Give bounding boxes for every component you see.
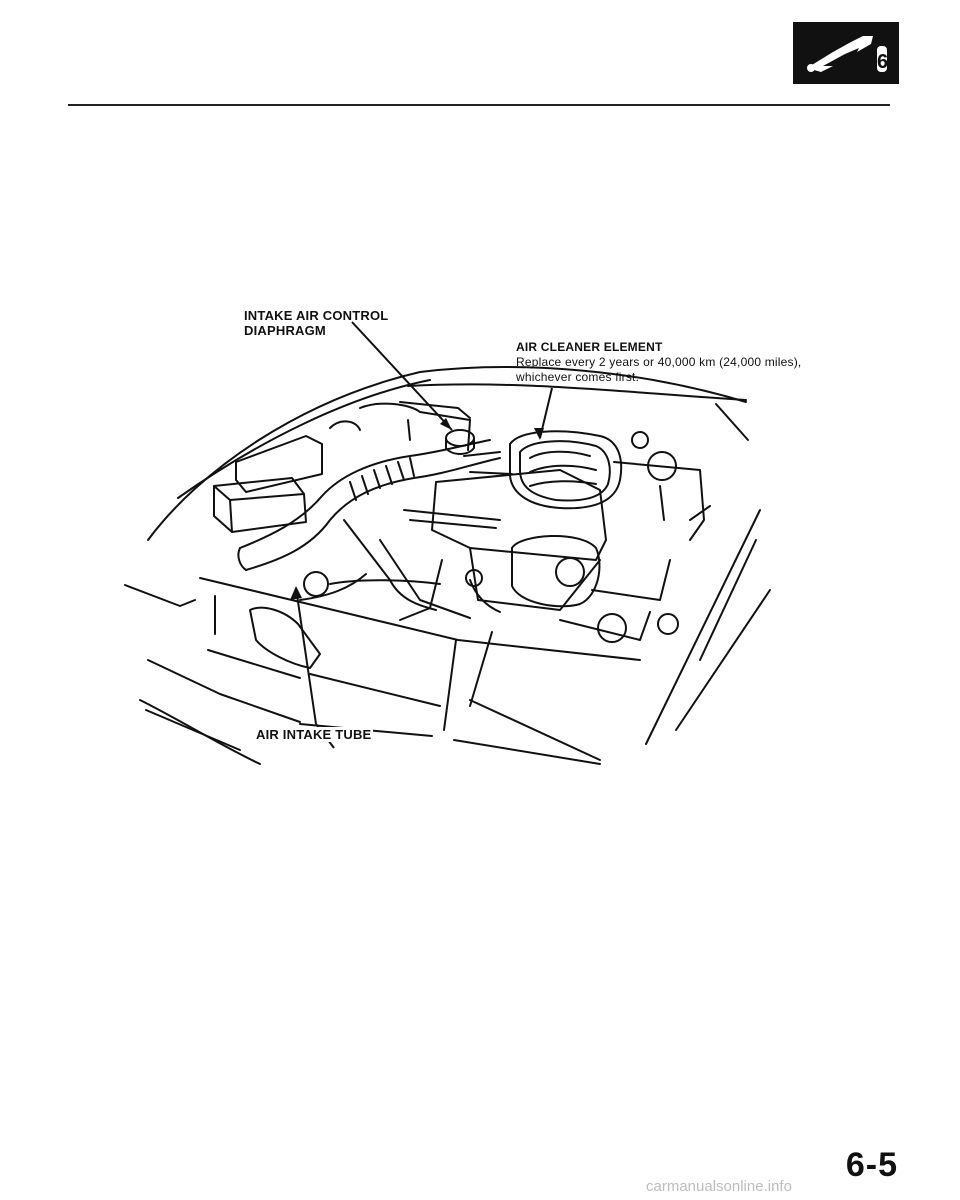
header-rule: [68, 104, 890, 106]
air-cleaner-title: AIR CLEANER ELEMENT: [516, 340, 663, 354]
air-cleaner-note-line2: whichever comes first.: [516, 370, 640, 384]
air-cleaner-label: AIR CLEANER ELEMENT Replace every 2 year…: [516, 340, 801, 385]
intake-air-control-label-line1: INTAKE AIR CONTROL: [244, 308, 389, 323]
intake-air-control-label-line2: DIAPHRAGM: [244, 323, 326, 338]
intake-air-control-label: INTAKE AIR CONTROL DIAPHRAGM: [244, 308, 388, 338]
intake-tube-leader: [295, 587, 317, 725]
svg-text:6: 6: [877, 51, 888, 73]
intake-control-leader: [351, 321, 453, 431]
page-number: 6-5: [845, 1146, 898, 1184]
air-intake-tube-label: AIR INTAKE TUBE: [254, 727, 374, 742]
air-intake-tube-label-text: AIR INTAKE TUBE: [256, 727, 372, 742]
watermark: carmanualsonline.info: [646, 1178, 792, 1195]
maintenance-section-icon: 6: [793, 22, 899, 84]
air-cleaner-note-line1: Replace every 2 years or 40,000 km (24,0…: [516, 355, 802, 369]
